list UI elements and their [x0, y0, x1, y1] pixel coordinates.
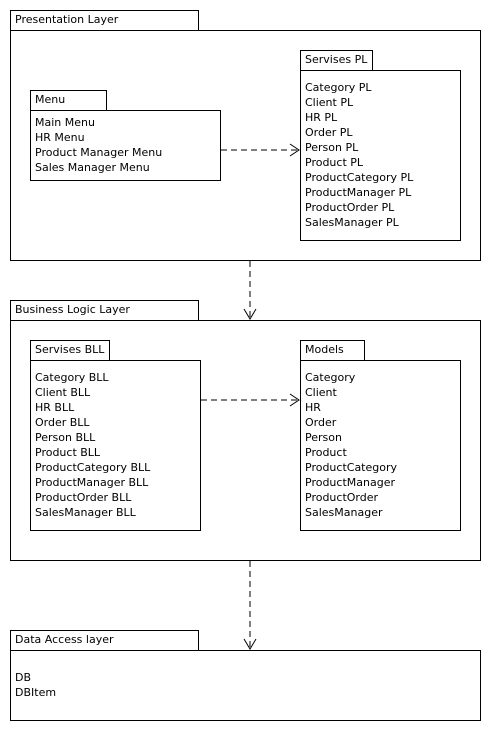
services-bll-item: SalesManager BLL: [35, 506, 136, 519]
menu-items: Main Menu HR Menu Product Manager Menu S…: [35, 115, 162, 175]
models-item: Category: [305, 371, 356, 384]
services-pl-title: Servises PL: [305, 53, 368, 66]
data-layer-tab: Data Access layer: [10, 630, 199, 651]
services-bll-item: Person BLL: [35, 431, 96, 444]
presentation-layer-title: Presentation Layer: [15, 13, 119, 26]
services-bll-item: ProductManager BLL: [35, 476, 149, 489]
services-pl-item: Order PL: [305, 126, 353, 139]
menu-item: HR Menu: [35, 131, 85, 144]
services-pl-item: SalesManager PL: [305, 216, 399, 229]
models-item: ProductOrder: [305, 491, 379, 504]
models-item: Product: [305, 446, 347, 459]
models-item: SalesManager: [305, 506, 383, 519]
services-bll-item: ProductOrder BLL: [35, 491, 132, 504]
menu-package: [30, 110, 221, 181]
services-pl-item: HR PL: [305, 111, 338, 124]
services-pl-item: Category PL: [305, 81, 372, 94]
arrowhead: [289, 143, 300, 157]
models-tab: Models: [300, 340, 365, 361]
services-pl-item: ProductCategory PL: [305, 171, 414, 184]
models-item: Order: [305, 416, 337, 429]
business-layer-tab: Business Logic Layer: [10, 300, 199, 321]
presentation-layer-tab: Presentation Layer: [10, 10, 199, 31]
arrowhead: [243, 638, 257, 650]
services-pl-item: ProductManager PL: [305, 186, 412, 199]
models-item: Person: [305, 431, 342, 444]
services-bll-item: Category BLL: [35, 371, 109, 384]
models-items: Category Client HR Order Person Product …: [305, 370, 397, 520]
arrowhead: [289, 393, 300, 407]
services-pl-tab: Servises PL: [300, 50, 373, 71]
business-layer-title: Business Logic Layer: [15, 303, 130, 316]
services-bll-tab: Servises BLL: [30, 340, 110, 361]
data-layer-item: DB: [15, 671, 32, 684]
models-item: HR: [305, 401, 321, 414]
services-bll-item: Product BLL: [35, 446, 101, 459]
services-pl-items: Category PL Client PL HR PL Order PL Per…: [305, 80, 413, 230]
menu-tab: Menu: [30, 90, 107, 111]
services-bll-item: ProductCategory BLL: [35, 461, 151, 474]
services-bll-items: Category BLL Client BLL HR BLL Order BLL…: [35, 370, 150, 520]
services-pl-item: ProductOrder PL: [305, 201, 395, 214]
data-layer-item: DBItem: [15, 686, 57, 699]
services-bll-title: Servises BLL: [35, 343, 105, 356]
menu-item: Main Menu: [35, 116, 95, 129]
menu-item: Product Manager Menu: [35, 146, 163, 159]
models-item: ProductCategory: [305, 461, 398, 474]
models-package: [300, 360, 461, 531]
arrowhead: [243, 308, 257, 320]
data-layer-title: Data Access layer: [15, 633, 114, 646]
services-bll-item: Client BLL: [35, 386, 91, 399]
services-pl-item: Product PL: [305, 156, 364, 169]
services-bll-item: HR BLL: [35, 401, 75, 414]
data-layer-package: [10, 650, 481, 721]
menu-item: Sales Manager Menu: [35, 161, 150, 174]
services-pl-package: [300, 70, 461, 241]
models-item: Client: [305, 386, 337, 399]
models-title: Models: [305, 343, 344, 356]
services-pl-item: Client PL: [305, 96, 354, 109]
services-pl-item: Person PL: [305, 141, 359, 154]
services-bll-item: Order BLL: [35, 416, 90, 429]
menu-title: Menu: [35, 93, 66, 106]
services-bll-package: [30, 360, 201, 531]
models-item: ProductManager: [305, 476, 395, 489]
data-layer-items: DB DBItem: [15, 670, 56, 700]
